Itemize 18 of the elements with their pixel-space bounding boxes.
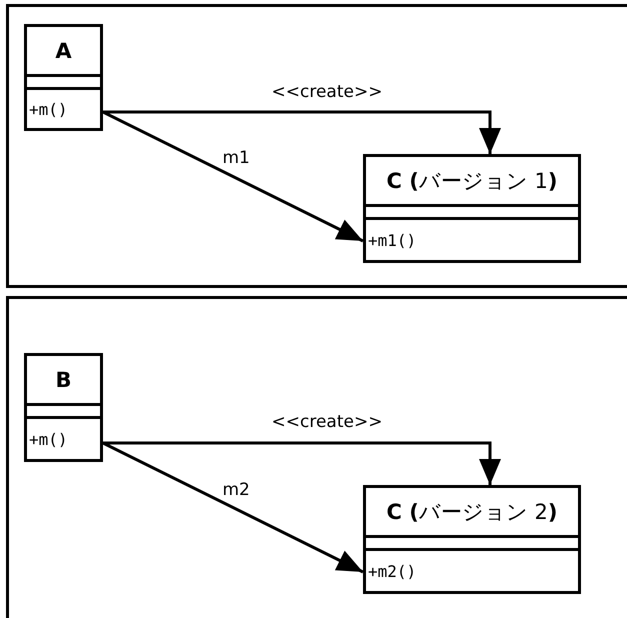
class-box xyxy=(363,485,581,594)
class-box xyxy=(24,24,103,131)
arrow xyxy=(102,110,364,242)
class-name: A xyxy=(55,38,72,62)
class-name: C (バージョン 2) xyxy=(386,498,558,526)
method-label: +m1() xyxy=(368,230,416,250)
class-box xyxy=(24,353,103,462)
arrow xyxy=(102,442,364,574)
arrow xyxy=(103,442,501,485)
frame xyxy=(6,296,627,618)
frame xyxy=(6,4,627,288)
arrow xyxy=(103,110,501,154)
class-name: C (バージョン 1) xyxy=(386,168,558,194)
method-label: +m() xyxy=(29,100,68,118)
method-label: +m() xyxy=(29,430,68,448)
class-name: B xyxy=(55,368,72,392)
method-label: +m2() xyxy=(368,562,416,580)
class-box xyxy=(363,154,581,263)
